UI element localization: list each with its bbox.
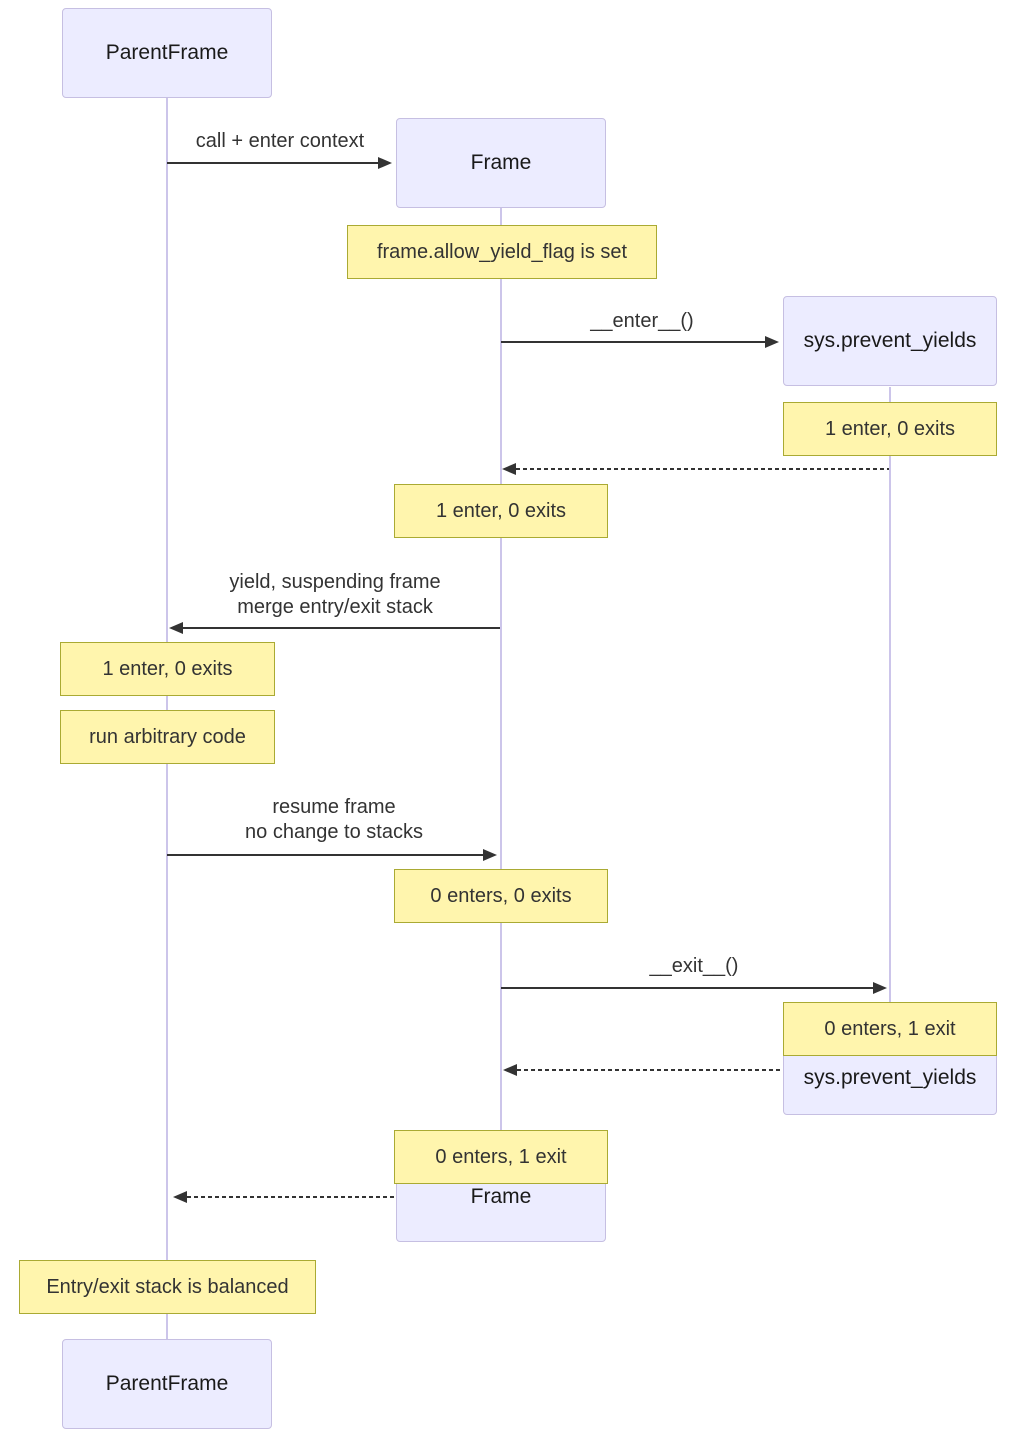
arrowhead-right-icon <box>378 157 392 169</box>
message-label-line2: no change to stacks <box>245 821 423 843</box>
arrowhead-left-icon <box>503 1064 517 1076</box>
arrowhead-right-icon <box>873 982 887 994</box>
actor-parentframe-bottom: ParentFrame <box>62 1339 272 1429</box>
arrowhead-left-icon <box>502 463 516 475</box>
message-label: resume frame no change to stacks <box>214 795 454 845</box>
arrowhead-left-icon <box>169 622 183 634</box>
message-label: __enter__() <box>590 310 694 332</box>
message-label-line2: merge entry/exit stack <box>237 596 433 618</box>
message-line <box>501 341 765 343</box>
note-run-arbitrary-code: run arbitrary code <box>60 710 275 764</box>
message-line <box>516 468 889 470</box>
message-line <box>187 1196 396 1198</box>
message-label-line1: yield, suspending frame <box>229 571 441 593</box>
actor-sys-prevent-yields-top: sys.prevent_yields <box>783 296 997 386</box>
message-label: __exit__() <box>649 955 739 977</box>
message-label: yield, suspending frame merge entry/exit… <box>215 570 455 620</box>
message-line <box>179 627 500 629</box>
note-frame-after-enter: 1 enter, 0 exits <box>394 484 608 538</box>
arrowhead-right-icon <box>765 336 779 348</box>
note-sys-after-exit: 0 enters, 1 exit <box>783 1002 997 1056</box>
note-frame-after-exit: 0 enters, 1 exit <box>394 1130 608 1184</box>
arrowhead-left-icon <box>173 1191 187 1203</box>
actor-frame-top: Frame <box>396 118 606 208</box>
note-sys-after-enter: 1 enter, 0 exits <box>783 402 997 456</box>
message-label: call + enter context <box>195 130 365 152</box>
message-line <box>167 854 483 856</box>
message-label-line1: resume frame <box>272 796 396 818</box>
arrowhead-right-icon <box>483 849 497 861</box>
message-line <box>501 987 873 989</box>
note-balanced: Entry/exit stack is balanced <box>19 1260 316 1314</box>
lifeline-frame <box>500 208 502 1152</box>
message-line <box>167 162 379 164</box>
actor-parentframe-top: ParentFrame <box>62 8 272 98</box>
note-frame-after-resume: 0 enters, 0 exits <box>394 869 608 923</box>
note-parent-after-yield: 1 enter, 0 exits <box>60 642 275 696</box>
lifeline-sys-prevent-yields <box>889 387 891 1025</box>
message-line <box>517 1069 783 1071</box>
note-allow-yield-flag: frame.allow_yield_flag is set <box>347 225 657 279</box>
